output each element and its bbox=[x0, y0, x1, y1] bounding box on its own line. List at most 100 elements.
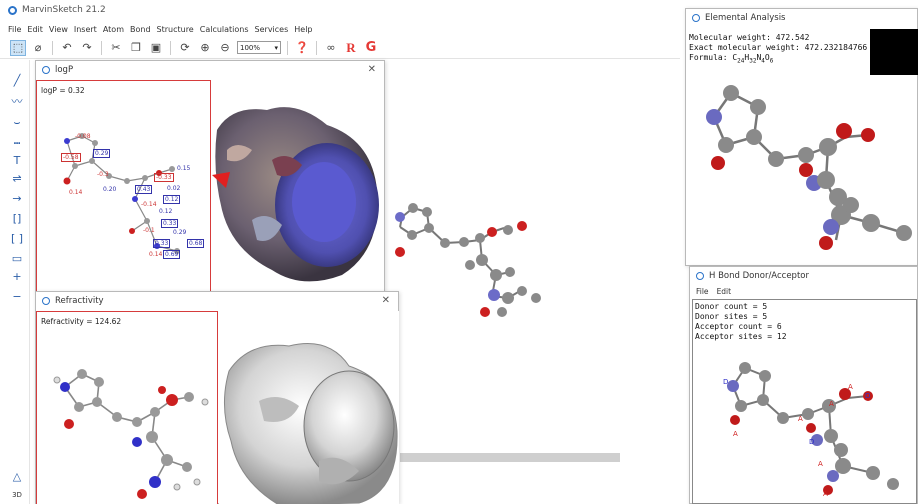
refractivity-2d-panel[interactable]: Refractivity = 124.62 bbox=[36, 311, 218, 504]
curve-icon[interactable]: ⌣ bbox=[13, 116, 21, 129]
toolbar-divider bbox=[287, 40, 288, 55]
logp-atom-label: 0.43 bbox=[135, 185, 153, 194]
hbond-window: H Bond Donor/Acceptor File Edit Donor co… bbox=[689, 266, 918, 504]
eraser-icon[interactable]: ⌀ bbox=[34, 41, 42, 54]
close-icon[interactable]: ✕ bbox=[381, 295, 390, 306]
refractivity-titlebar: Refractivity bbox=[36, 292, 398, 310]
menu-calculations[interactable]: Calculations bbox=[199, 24, 249, 34]
menu-help[interactable]: Help bbox=[294, 24, 313, 34]
logp-atom-label: 0.68 bbox=[187, 239, 205, 248]
paste-icon[interactable]: ▣ bbox=[150, 41, 162, 54]
toolbar-divider bbox=[101, 40, 102, 55]
hbond-titlebar: H Bond Donor/Acceptor bbox=[690, 267, 917, 285]
copy-icon[interactable]: ❐ bbox=[131, 41, 141, 54]
logp-surface-3d bbox=[212, 107, 379, 282]
arrow-icon[interactable]: → bbox=[12, 191, 22, 205]
chevron-down-icon: ▾ bbox=[274, 43, 278, 52]
close-icon[interactable]: ✕ bbox=[367, 64, 376, 75]
logp-title: logP bbox=[55, 65, 74, 75]
hbond-menu-bar: File Edit bbox=[696, 287, 731, 296]
logp-titlebar: logP bbox=[36, 61, 384, 79]
logp-atom-label: 0.14 bbox=[149, 251, 163, 258]
donor-sites: Donor sites = 5 bbox=[695, 312, 768, 321]
g-group-icon[interactable]: G bbox=[365, 40, 377, 55]
redo-icon[interactable]: ↷ bbox=[82, 41, 92, 54]
acceptor-marker: A bbox=[848, 383, 853, 391]
zoom-out-icon[interactable]: ⊖ bbox=[220, 41, 230, 54]
zoom-select[interactable]: 100% ▾ bbox=[237, 41, 281, 54]
toolbar-divider bbox=[52, 40, 53, 55]
logp-atom-label: 0.02 bbox=[167, 185, 181, 192]
plus-charge-icon[interactable]: + bbox=[12, 269, 22, 283]
triangle-icon[interactable]: △ bbox=[12, 469, 22, 483]
refractivity-3d-surface-panel[interactable] bbox=[219, 311, 399, 504]
elemental-analysis-window: Elemental Analysis Molecular weight: 472… bbox=[685, 8, 918, 266]
reaction-arrow-icon[interactable]: ⇌ bbox=[12, 171, 22, 185]
bracket-icon[interactable]: [] bbox=[12, 211, 22, 225]
formula-o-count: 6 bbox=[769, 57, 774, 65]
donor-count: Donor count = 5 bbox=[695, 302, 768, 311]
left-tool-palette: ╱ 〰 ⌣ ┅ T ⇌ → [] [ ] ▭ + − △ 3D bbox=[0, 60, 30, 504]
menu-view[interactable]: View bbox=[48, 24, 68, 34]
cut-icon[interactable]: ✂ bbox=[111, 41, 121, 54]
hbond-molecule-3d bbox=[727, 362, 899, 495]
logp-atom-label: 0.29 bbox=[173, 229, 187, 236]
menu-services[interactable]: Services bbox=[254, 24, 289, 34]
select-tool-icon[interactable]: ⬚ bbox=[10, 39, 26, 56]
dashed-bond-icon[interactable]: ┅ bbox=[13, 136, 21, 150]
toolbar-divider bbox=[170, 40, 171, 55]
logp-2d-panel[interactable]: logP = 0.32 bbox=[36, 80, 211, 292]
window-logo-icon bbox=[42, 297, 50, 305]
menu-bond[interactable]: Bond bbox=[129, 24, 151, 34]
3d-mode-button[interactable]: 3D bbox=[12, 491, 22, 499]
formula-c-count: 24 bbox=[737, 57, 745, 65]
logp-atom-label: 0.14 bbox=[69, 189, 83, 196]
undo-icon[interactable]: ↶ bbox=[62, 41, 72, 54]
main-molecule-3d bbox=[395, 203, 541, 317]
zoom-in-icon[interactable]: ⊕ bbox=[200, 41, 210, 54]
formula: Formula: C24H32N4O6 bbox=[689, 53, 869, 67]
toolbar-divider bbox=[316, 40, 317, 55]
r-group-icon[interactable]: R bbox=[346, 39, 356, 55]
acceptor-count: Acceptor count = 6 bbox=[695, 322, 782, 331]
hbond-menu-edit[interactable]: Edit bbox=[716, 287, 732, 296]
menu-file[interactable]: File bbox=[8, 24, 22, 34]
minus-charge-icon[interactable]: − bbox=[12, 289, 22, 303]
logp-atom-label: 0.69 bbox=[163, 250, 181, 259]
horizontal-scrollbar[interactable] bbox=[400, 453, 620, 462]
chain-icon[interactable]: 〰 bbox=[11, 95, 23, 108]
clean-structure-icon[interactable]: ⟳ bbox=[180, 41, 190, 54]
logp-atom-label: 0.15 bbox=[177, 165, 191, 172]
link-icon[interactable]: ∞ bbox=[326, 41, 336, 54]
single-bond-icon[interactable]: ╱ bbox=[13, 73, 21, 87]
logp-3d-surface-panel[interactable] bbox=[212, 80, 384, 292]
formula-n-symbol: N bbox=[756, 53, 762, 62]
menu-atom[interactable]: Atom bbox=[102, 24, 124, 34]
refractivity-result: Refractivity = 124.62 bbox=[41, 317, 122, 326]
help-icon[interactable]: ❓ bbox=[295, 41, 309, 54]
rectangle-icon[interactable]: ▭ bbox=[11, 251, 23, 265]
text-tool-icon[interactable]: T bbox=[13, 153, 21, 167]
marvin-logo-icon bbox=[8, 5, 17, 15]
logp-atom-label: -0.58 bbox=[61, 153, 81, 162]
hbond-results: Donor count = 5 Donor sites = 5 Acceptor… bbox=[695, 302, 787, 342]
menu-insert[interactable]: Insert bbox=[73, 24, 97, 34]
menu-edit[interactable]: Edit bbox=[27, 24, 43, 34]
square-bracket-icon[interactable]: [ ] bbox=[10, 231, 24, 245]
hbond-title: H Bond Donor/Acceptor bbox=[709, 271, 809, 281]
donor-marker: D bbox=[865, 392, 871, 400]
logp-molecule-2d bbox=[63, 133, 180, 254]
refractivity-window: Refractivity ✕ Refractivity = 124.62 bbox=[35, 291, 399, 504]
logp-atom-label: -0.14 bbox=[141, 201, 157, 208]
formula-h-count: 32 bbox=[749, 57, 757, 65]
elemental-title: Elemental Analysis bbox=[705, 13, 786, 23]
logp-window: logP ✕ logP = 0.32 bbox=[35, 60, 385, 292]
hbond-menu-file[interactable]: File bbox=[696, 287, 709, 296]
logp-atom-label: -0.3 bbox=[97, 171, 109, 178]
formula-n-count: 4 bbox=[761, 57, 765, 65]
acceptor-marker: A bbox=[733, 430, 738, 438]
menu-structure[interactable]: Structure bbox=[156, 24, 194, 34]
donor-marker: D bbox=[723, 378, 729, 386]
logp-atom-label: -0.1 bbox=[143, 227, 155, 234]
